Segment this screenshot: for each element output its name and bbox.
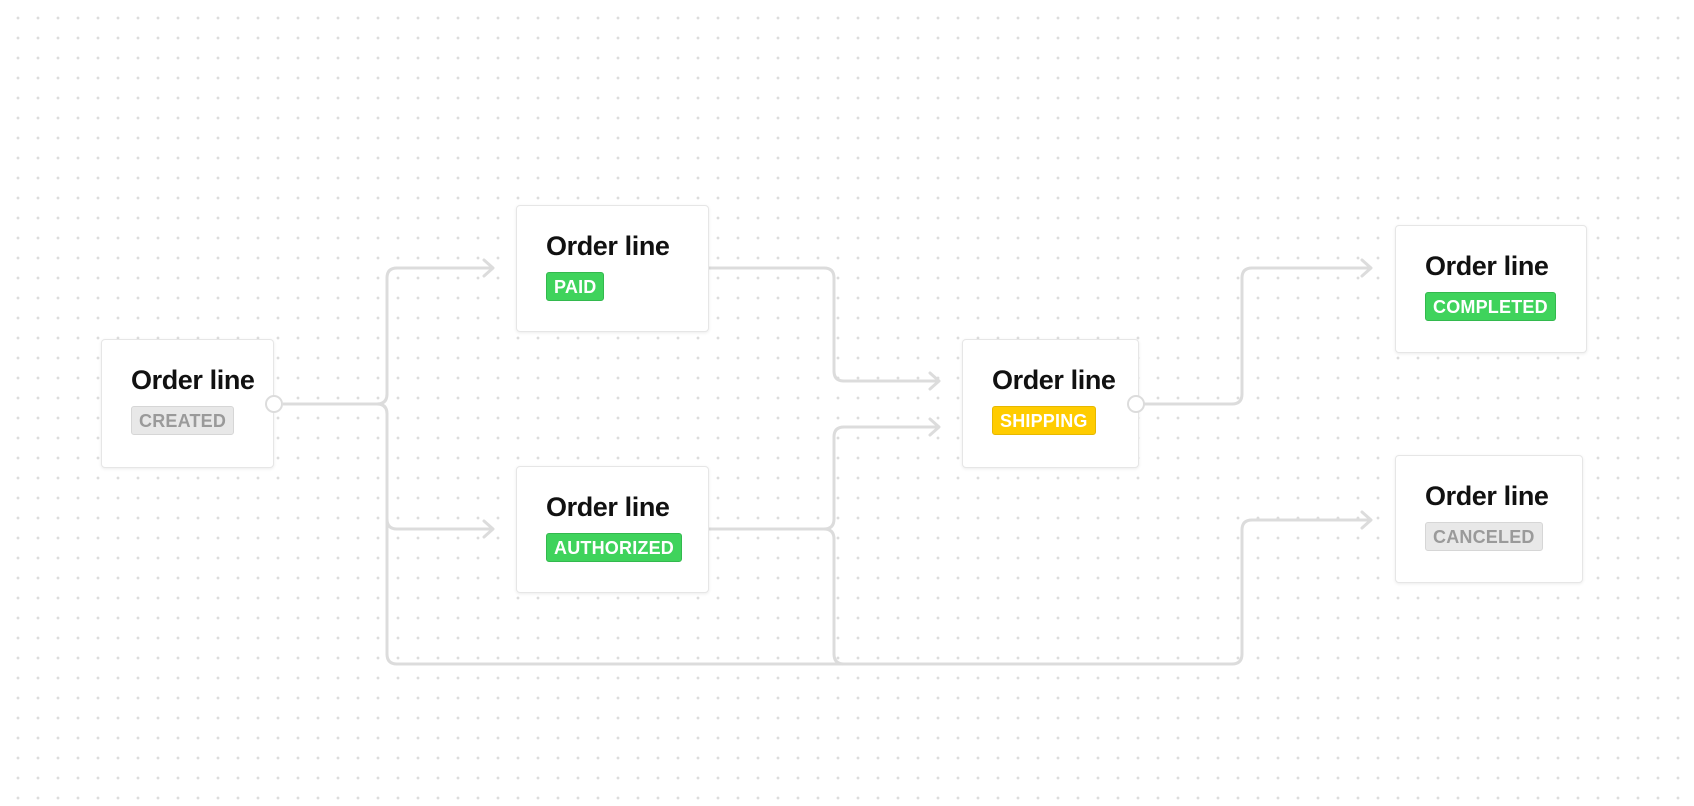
output-port-created[interactable] <box>265 395 283 413</box>
node-title: Order line <box>546 492 670 522</box>
node-title: Order line <box>992 365 1116 395</box>
node-title: Order line <box>546 231 670 261</box>
node-title: Order line <box>131 365 255 395</box>
node-shipping[interactable]: Order line SHIPPING <box>962 339 1139 468</box>
arrow-head-canceled <box>1360 510 1373 530</box>
node-paid[interactable]: Order line PAID <box>516 205 709 332</box>
node-completed[interactable]: Order line COMPLETED <box>1395 225 1587 353</box>
arrow-head-authorized <box>482 519 495 539</box>
edge-paid-to-shipping <box>707 266 938 383</box>
output-port-shipping[interactable] <box>1127 395 1145 413</box>
arrow-head-paid <box>482 258 495 278</box>
node-authorized[interactable]: Order line AUTHORIZED <box>516 466 709 593</box>
arrow-head-shipping-top <box>928 371 941 391</box>
status-badge-shipping: SHIPPING <box>992 406 1096 435</box>
arrow-head-completed <box>1360 258 1373 278</box>
status-badge-created: CREATED <box>131 406 235 435</box>
edge-authorized-to-canceled <box>823 527 845 666</box>
edge-created-to-canceled <box>385 518 1370 666</box>
status-badge-canceled: CANCELED <box>1425 522 1543 551</box>
status-badge-paid: PAID <box>546 272 605 301</box>
edge-created-to-paid <box>283 266 492 406</box>
status-badge-completed: COMPLETED <box>1425 292 1556 321</box>
edge-created-to-authorized <box>376 402 492 531</box>
node-title: Order line <box>1425 251 1549 281</box>
arrow-head-shipping-bottom <box>928 417 941 437</box>
node-title: Order line <box>1425 481 1549 511</box>
edge-shipping-to-completed <box>1144 266 1370 406</box>
node-canceled[interactable]: Order line CANCELED <box>1395 455 1583 583</box>
node-created[interactable]: Order line CREATED <box>101 339 274 468</box>
edge-authorized-to-shipping <box>707 425 938 531</box>
status-badge-authorized: AUTHORIZED <box>546 533 682 562</box>
